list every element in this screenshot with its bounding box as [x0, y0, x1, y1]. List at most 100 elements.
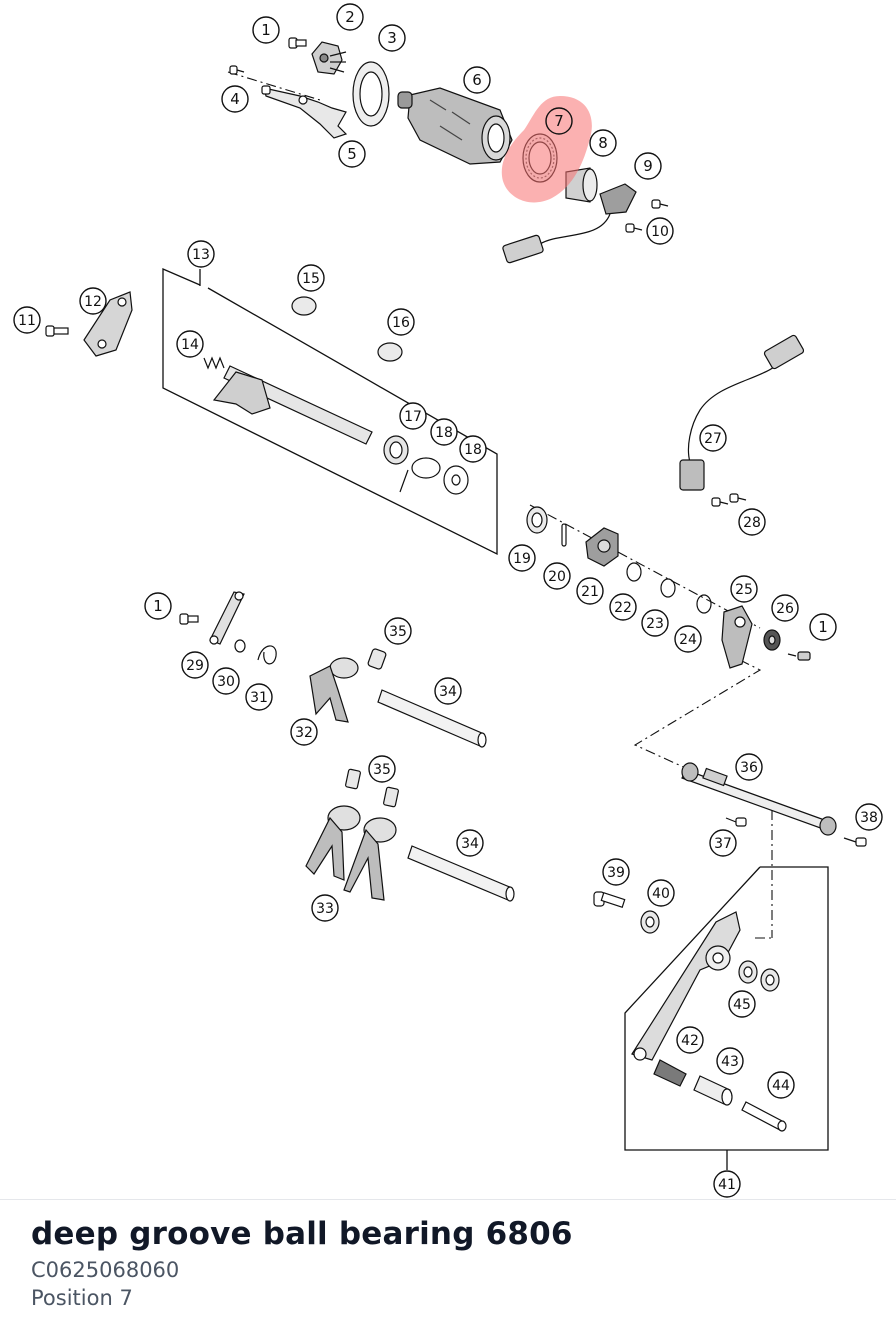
callout-37[interactable]: 37 [709, 829, 737, 857]
callout-circle [676, 1026, 704, 1054]
callout-34[interactable]: 34 [456, 829, 484, 857]
callout-12[interactable]: 12 [79, 287, 107, 315]
callout-24[interactable]: 24 [674, 625, 702, 653]
bearings-45 [738, 960, 780, 992]
callout-circle [181, 651, 209, 679]
callout-label: 44 [772, 1078, 790, 1094]
callout-2[interactable]: 2 [336, 3, 364, 31]
shift-drum-6 [397, 87, 513, 165]
callout-31[interactable]: 31 [245, 683, 273, 711]
washer-40 [640, 910, 660, 934]
callout-13[interactable]: 13 [187, 240, 215, 268]
ring-22 [626, 562, 642, 582]
callout-18[interactable]: 18 [430, 418, 458, 446]
shift-star-2 [311, 41, 347, 75]
callout-label: 25 [735, 582, 753, 598]
callout-1[interactable]: 1 [809, 613, 837, 641]
callout-label: 35 [373, 762, 391, 778]
callout-39[interactable]: 39 [602, 858, 630, 886]
link-29 [209, 591, 245, 645]
divider [0, 1199, 896, 1200]
callout-18[interactable]: 18 [459, 435, 487, 463]
bushing-18b [377, 342, 403, 362]
callout-45[interactable]: 45 [728, 990, 756, 1018]
rod-34b [407, 845, 515, 902]
callout-34[interactable]: 34 [434, 677, 462, 705]
callout-29[interactable]: 29 [181, 651, 209, 679]
callout-16[interactable]: 16 [387, 308, 415, 336]
callout-circle [378, 24, 406, 52]
callout-43[interactable]: 43 [716, 1047, 744, 1075]
pin-20 [561, 523, 567, 547]
callout-6[interactable]: 6 [463, 66, 491, 94]
callout-label: 16 [392, 315, 410, 331]
callout-circle [311, 894, 339, 922]
callout-label: 22 [614, 600, 632, 616]
callout-27[interactable]: 27 [699, 424, 727, 452]
callout-22[interactable]: 22 [609, 593, 637, 621]
callout-44[interactable]: 44 [767, 1071, 795, 1099]
callout-14[interactable]: 14 [176, 330, 204, 358]
callout-33[interactable]: 33 [311, 894, 339, 922]
callout-42[interactable]: 42 [676, 1026, 704, 1054]
spring-42 [653, 1059, 687, 1087]
callout-circle [430, 418, 458, 446]
callout-label: 40 [652, 886, 670, 902]
callout-label: 43 [721, 1054, 739, 1070]
callout-26[interactable]: 26 [771, 594, 799, 622]
callout-5[interactable]: 5 [338, 140, 366, 168]
callout-label: 19 [513, 551, 531, 567]
callout-circle [399, 402, 427, 430]
callout-circle [543, 562, 571, 590]
callout-label: 8 [598, 134, 608, 152]
screws-28 [711, 493, 747, 507]
callout-40[interactable]: 40 [647, 879, 675, 907]
callout-19[interactable]: 19 [508, 544, 536, 572]
callout-9[interactable]: 9 [634, 152, 662, 180]
callout-10[interactable]: 10 [646, 217, 674, 245]
callout-label: 18 [464, 442, 482, 458]
callout-circle [187, 240, 215, 268]
callout-circle [602, 858, 630, 886]
callout-32[interactable]: 32 [290, 718, 318, 746]
callout-17[interactable]: 17 [399, 402, 427, 430]
callout-label: 27 [704, 431, 722, 447]
callout-1[interactable]: 1 [252, 16, 280, 44]
screw-11 [45, 325, 69, 337]
part-info-panel: deep groove ball bearing 6806 C062506806… [31, 1214, 573, 1312]
callout-30[interactable]: 30 [212, 667, 240, 695]
callout-circle [368, 755, 396, 783]
callout-7[interactable]: 7 [545, 107, 573, 135]
callout-25[interactable]: 25 [730, 575, 758, 603]
callout-3[interactable]: 3 [378, 24, 406, 52]
callout-label: 41 [718, 1177, 736, 1193]
callout-35[interactable]: 35 [368, 755, 396, 783]
callout-38[interactable]: 38 [855, 803, 883, 831]
callout-28[interactable]: 28 [738, 508, 766, 536]
washer-17 [443, 465, 469, 495]
callout-circle [221, 85, 249, 113]
callout-circle [730, 575, 758, 603]
callout-35[interactable]: 35 [384, 617, 412, 645]
callout-8[interactable]: 8 [589, 129, 617, 157]
callout-label: 32 [295, 725, 313, 741]
callout-15[interactable]: 15 [297, 264, 325, 292]
callout-circle [855, 803, 883, 831]
assembly-frame-41 [624, 866, 829, 1170]
linkage-rod-36 [681, 762, 837, 836]
callout-20[interactable]: 20 [543, 562, 571, 590]
pin-35b [345, 768, 361, 790]
callout-label: 1 [153, 597, 163, 615]
callout-21[interactable]: 21 [576, 577, 604, 605]
callout-11[interactable]: 11 [13, 306, 41, 334]
callout-label: 42 [681, 1033, 699, 1049]
callout-circle [728, 990, 756, 1018]
callout-4[interactable]: 4 [221, 85, 249, 113]
callout-23[interactable]: 23 [641, 609, 669, 637]
bolt-39 [593, 891, 626, 908]
callout-41[interactable]: 41 [713, 1170, 741, 1198]
spring-31 [257, 645, 277, 665]
callout-1[interactable]: 1 [144, 592, 172, 620]
callout-circle [463, 66, 491, 94]
callout-36[interactable]: 36 [735, 753, 763, 781]
